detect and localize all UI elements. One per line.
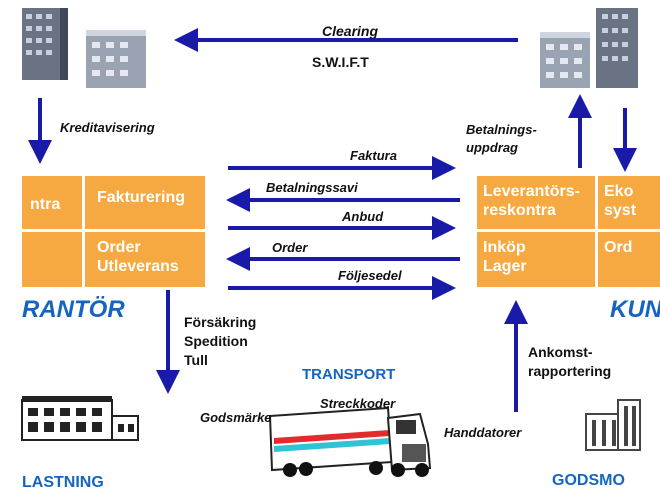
left-box-reskontra-text: ntra bbox=[30, 196, 61, 213]
right-box-order-text: Ord bbox=[604, 239, 633, 256]
clearing-label: Clearing bbox=[322, 23, 379, 39]
party-title-kund: KUN bbox=[610, 296, 660, 323]
ankomst-line2: rapportering bbox=[528, 363, 612, 379]
foljesedel-label: Följesedel bbox=[338, 268, 402, 283]
right-system-box-order: Ord bbox=[598, 232, 660, 287]
betalningssavi-label: Betalningssavi bbox=[266, 180, 358, 195]
right-system-box-leverantorsreskontra: Leverantörs- reskontra bbox=[477, 176, 595, 229]
services-tull: Tull bbox=[184, 352, 208, 368]
order-label: Order bbox=[272, 240, 308, 255]
betalningsuppdrag-label-line2: uppdrag bbox=[466, 140, 518, 155]
services-spedition: Spedition bbox=[184, 333, 248, 349]
right-box-inkop-line2: Lager bbox=[483, 258, 527, 275]
right-box-eko-line1: Eko bbox=[604, 183, 634, 200]
swift-label: S.W.I.F.T bbox=[312, 54, 369, 70]
right-system-box-inkop-lager: Inköp Lager bbox=[477, 232, 595, 287]
right-box-lev-line1: Leverantörs- bbox=[483, 183, 580, 200]
betalningsuppdrag-label-line1: Betalnings- bbox=[466, 122, 537, 137]
right-box-inkop-line1: Inköp bbox=[483, 239, 526, 256]
truck-icon bbox=[268, 406, 432, 477]
left-box-order-line2: Utleverans bbox=[97, 258, 179, 275]
kreditavisering-label: Kreditavisering bbox=[60, 120, 155, 135]
godsmarke-label: Godsmärke bbox=[200, 410, 272, 425]
right-box-eko-line2: syst bbox=[604, 202, 637, 219]
left-system-box-order: Order Utleverans bbox=[85, 232, 205, 287]
streckkoder-label: Streckkoder bbox=[320, 396, 396, 411]
left-system-box-blank bbox=[22, 232, 82, 287]
right-box-lev-line2: reskontra bbox=[483, 202, 556, 219]
right-system-box-ekonomisystem: Eko syst bbox=[598, 176, 660, 229]
bottom-title-godsmottagning: GODSMO bbox=[552, 472, 625, 489]
left-system-box-reskontra: ntra bbox=[22, 176, 82, 229]
left-box-fakturering-text: Fakturering bbox=[97, 189, 186, 206]
bank-building-left-icon bbox=[22, 8, 146, 88]
left-box-order-line1: Order bbox=[97, 239, 141, 256]
faktura-label: Faktura bbox=[350, 148, 397, 163]
bank-building-right-icon bbox=[540, 8, 638, 88]
ankomst-line1: Ankomst- bbox=[528, 344, 593, 360]
anbud-label: Anbud bbox=[342, 209, 384, 224]
warehouse-godsmottagning-icon bbox=[585, 399, 641, 451]
bottom-title-lastning: LASTNING bbox=[22, 474, 104, 491]
transport-title: TRANSPORT bbox=[302, 366, 396, 383]
left-system-box-fakturering: Fakturering bbox=[85, 176, 205, 229]
services-forsakring: Försäkring bbox=[184, 314, 257, 330]
handdatorer-label: Handdatorer bbox=[444, 425, 522, 440]
party-title-leverantor: RANTÖR bbox=[22, 296, 125, 323]
warehouse-lastning-icon bbox=[21, 396, 139, 441]
